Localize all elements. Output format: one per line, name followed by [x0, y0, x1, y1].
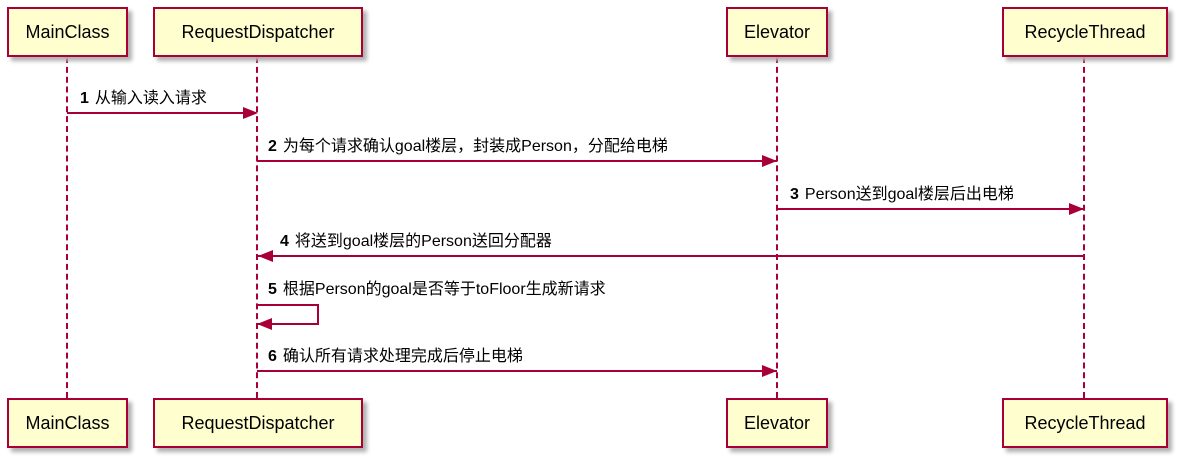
message-line-1: [67, 112, 256, 114]
message-number: 2: [268, 138, 277, 155]
participant-label: MainClass: [25, 21, 110, 42]
lifeline-mainclass: [66, 57, 68, 398]
message-text: 将送到goal楼层的Person送回分配器: [294, 233, 552, 250]
arrowhead-right-icon: [762, 155, 777, 167]
message-text: 从输入读入请求: [94, 90, 207, 107]
arrowhead-right-icon: [243, 107, 258, 119]
participant-top-elevator: Elevator: [726, 7, 828, 57]
message-line-6: [257, 370, 777, 372]
arrowhead-left-icon: [258, 250, 273, 262]
participant-bottom-requestdispatcher: RequestDispatcher: [153, 398, 363, 448]
participant-label: RecycleThread: [1024, 412, 1146, 433]
message-number: 3: [790, 186, 799, 203]
message-number: 6: [268, 348, 277, 365]
message-line-2: [257, 160, 777, 162]
message-label-1: 1 从输入读入请求: [80, 89, 207, 109]
participant-top-requestdispatcher: RequestDispatcher: [153, 7, 363, 57]
participant-bottom-elevator: Elevator: [726, 398, 828, 448]
participant-label: Elevator: [743, 412, 811, 433]
message-label-4: 4 将送到goal楼层的Person送回分配器: [280, 232, 552, 252]
message-line-4: [258, 255, 1084, 257]
message-text: Person送到goal楼层后出电梯: [804, 186, 1014, 203]
message-label-3: 3 Person送到goal楼层后出电梯: [790, 185, 1014, 205]
participant-label: RequestDispatcher: [181, 412, 335, 433]
message-number: 5: [268, 281, 277, 298]
arrowhead-left-icon: [257, 318, 272, 330]
participant-bottom-recyclethread: RecycleThread: [1002, 398, 1168, 448]
participant-label: Elevator: [743, 21, 811, 42]
message-number: 4: [280, 233, 289, 250]
lifeline-requestdispatcher: [256, 57, 258, 398]
arrowhead-right-icon: [762, 365, 777, 377]
lifeline-elevator: [776, 57, 778, 398]
message-label-6: 6 确认所有请求处理完成后停止电梯: [268, 347, 523, 367]
message-line-3: [777, 208, 1084, 210]
participant-label: MainClass: [25, 412, 110, 433]
arrowhead-right-icon: [1069, 203, 1084, 215]
message-label-2: 2 为每个请求确认goal楼层，封装成Person，分配给电梯: [268, 137, 668, 157]
participant-label: RequestDispatcher: [181, 21, 335, 42]
participant-label: RecycleThread: [1024, 21, 1146, 42]
participant-bottom-mainclass: MainClass: [7, 398, 128, 448]
message-text: 根据Person的goal是否等于toFloor生成新请求: [282, 281, 606, 298]
participant-top-mainclass: MainClass: [7, 7, 128, 57]
lifeline-recyclethread: [1083, 57, 1085, 398]
message-text: 为每个请求确认goal楼层，封装成Person，分配给电梯: [282, 138, 668, 155]
participant-top-recyclethread: RecycleThread: [1002, 7, 1168, 57]
message-number: 1: [80, 90, 89, 107]
self-message-loop: [257, 304, 319, 325]
message-label-5: 5 根据Person的goal是否等于toFloor生成新请求: [268, 280, 606, 300]
message-text: 确认所有请求处理完成后停止电梯: [282, 348, 523, 365]
